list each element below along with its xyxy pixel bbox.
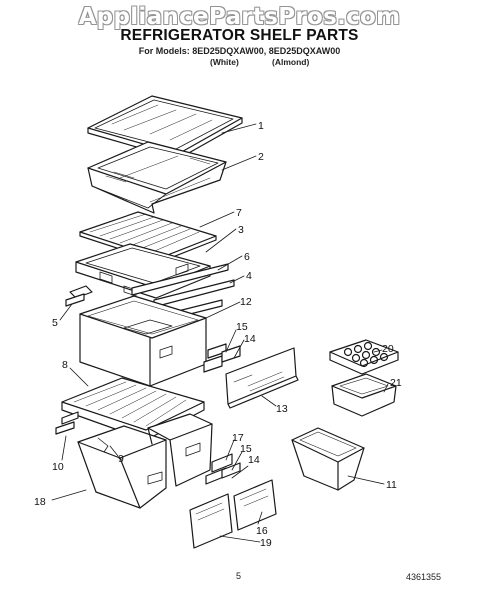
callout-14b: 14: [248, 454, 260, 466]
callout-19: 19: [260, 537, 272, 549]
part-16-drawer-front: [233, 479, 277, 531]
callout-12: 12: [240, 296, 252, 308]
callout-5: 5: [52, 317, 58, 329]
part-15-14-clips-upper: [203, 343, 241, 373]
callout-18: 18: [34, 496, 46, 508]
part-17-15-14-clips-lower: [205, 453, 241, 485]
callout-15: 15: [236, 321, 248, 333]
callout-3: 3: [238, 224, 244, 236]
part-18-crisper-drawer: [77, 425, 167, 509]
callout-20: 20: [382, 343, 394, 355]
callout-21: 21: [390, 377, 402, 389]
callout-10: 10: [52, 461, 64, 473]
part-10-slide: [55, 411, 79, 435]
callout-11: 11: [386, 479, 397, 491]
part-2-tray: [87, 141, 227, 214]
callout-16: 16: [256, 525, 268, 537]
watermark: AppliancePartsPros.com: [78, 4, 401, 30]
part-5-slide: [65, 285, 93, 307]
callout-7: 7: [236, 207, 242, 219]
part-13-front-panel: [225, 347, 299, 409]
part-21-egg-bin: [331, 373, 397, 417]
diagram-title: REFRIGERATOR SHELF PARTS: [120, 27, 359, 44]
callout-13: 13: [276, 403, 288, 415]
variant-white: (White): [210, 57, 239, 67]
part-crisper-drawer-right: [147, 413, 213, 487]
models-line: For Models: 8ED25DQXAW00, 8ED25DQXAW00: [138, 46, 341, 56]
part-12-pan: [79, 295, 207, 387]
callout-15b: 15: [240, 443, 252, 455]
part-19-drawer-front: [189, 493, 233, 549]
part-20-egg-tray: [329, 339, 399, 375]
callout-1: 1: [258, 120, 264, 132]
leader-lines: [51, 123, 389, 543]
callout-8: 8: [62, 359, 68, 371]
part-6-rail: [131, 263, 229, 296]
callout-14: 14: [244, 333, 256, 345]
document-number: 4361355: [406, 572, 442, 582]
callout-17: 17: [232, 432, 244, 444]
variant-almond: (Almond): [272, 57, 310, 67]
callout-6: 6: [244, 251, 250, 263]
callout-labels: 1 2 7 3 6 4 12 5 15 14 8 13 20 21 10 9 1…: [34, 120, 402, 549]
callout-2: 2: [258, 151, 264, 163]
callout-4: 4: [246, 270, 252, 282]
callout-9: 9: [118, 453, 124, 465]
page-number: 5: [236, 571, 242, 581]
part-11-bin: [291, 427, 365, 491]
